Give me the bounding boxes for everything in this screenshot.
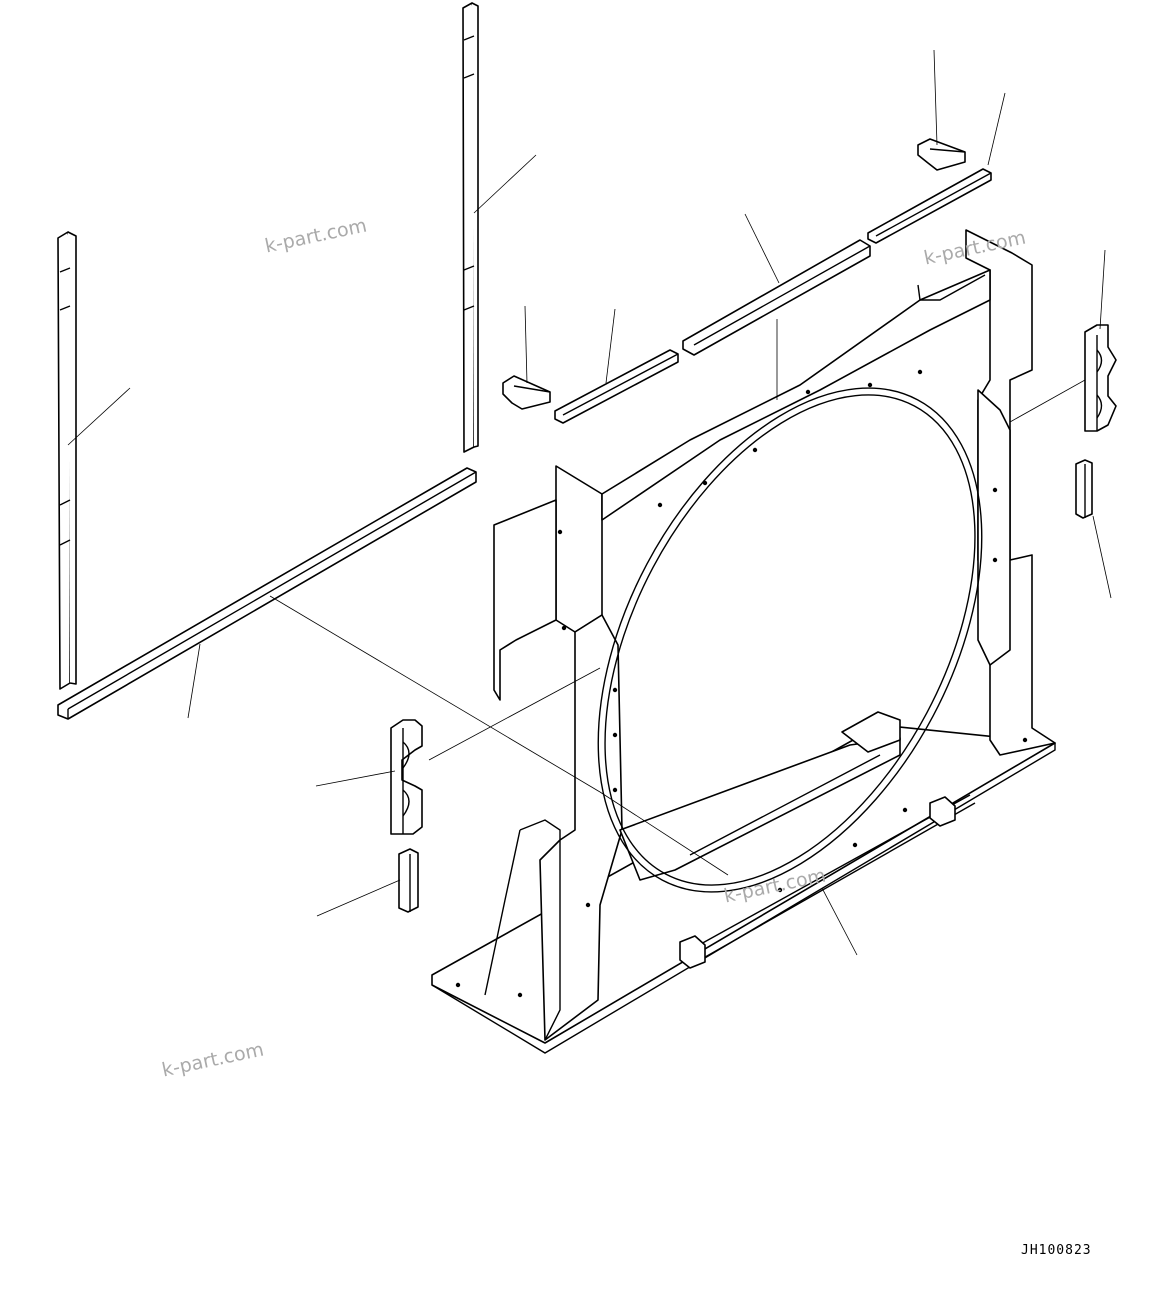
top-bracket-left [502,375,551,410]
top-seal-strip-small-left [554,349,679,424]
side-pad-right [1075,459,1093,519]
side-pad-left [398,848,419,913]
top-bracket-right [917,138,966,171]
top-seal-strip-small-right [867,168,992,244]
side-cushion-lower-left [390,719,423,835]
leader-lines [67,49,1112,956]
top-seal-strip-wide [682,239,871,356]
side-cushion-upper-right [1084,324,1117,432]
vertical-seal-strip-center [462,2,479,453]
drawing-reference-code: JH100823 [1021,1243,1092,1258]
radiator-frame [431,229,1056,1054]
vertical-seal-strip-left [57,231,77,690]
diagonal-seal-strip-bottom [57,467,477,720]
